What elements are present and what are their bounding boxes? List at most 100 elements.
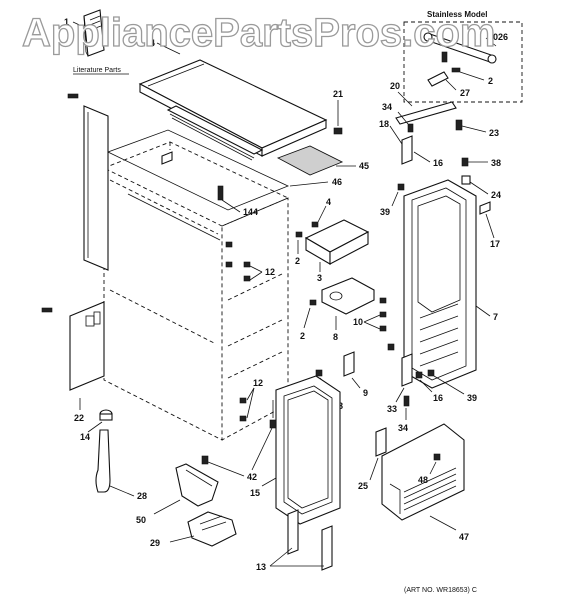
screw-48-bottom <box>433 453 441 461</box>
callout-29: 29 <box>150 538 160 548</box>
screw-2b <box>309 299 317 306</box>
callout-34-bottom: 34 <box>398 423 408 433</box>
callout-24: 24 <box>491 190 501 200</box>
bracket-17 <box>479 201 491 215</box>
callout-7: 7 <box>493 312 498 322</box>
drain-cap-14 <box>99 409 113 421</box>
callout-12-bottom: 12 <box>253 378 263 388</box>
callout-15: 15 <box>250 488 260 498</box>
callout-21: 21 <box>333 89 343 99</box>
leader-50 <box>153 499 181 515</box>
callout-39-bottom: 39 <box>467 393 477 403</box>
leader-42-a <box>207 461 245 477</box>
hinge-9 <box>343 351 355 377</box>
screw-34-bottom <box>403 395 410 407</box>
leader-46 <box>289 181 329 187</box>
hinge-33 <box>401 353 413 387</box>
callout-22: 22 <box>74 413 84 423</box>
screw-21 <box>333 127 343 135</box>
leader-17 <box>485 213 495 239</box>
trim-strip-20 <box>395 101 457 125</box>
callout-9: 9 <box>363 388 368 398</box>
leader-12-top-b <box>249 271 263 281</box>
screw-left-bottom <box>41 307 53 313</box>
leveling-legs-42 <box>201 400 277 465</box>
leader-10-b <box>363 321 381 330</box>
leader-48-bot <box>429 461 437 475</box>
screw-144 <box>217 185 224 201</box>
literature-parts-label: Literature Parts <box>73 67 121 74</box>
cabinet-top-bar <box>127 193 221 241</box>
hinge-block-8 <box>321 277 375 315</box>
screw-23 <box>455 119 463 131</box>
leader-24 <box>469 181 489 195</box>
lower-left-panel-22 <box>69 301 105 391</box>
watermark: AppliancePartsPros.com <box>22 11 496 55</box>
callout-34-top: 34 <box>382 102 392 112</box>
leader-27 <box>445 79 457 91</box>
leader-28 <box>109 485 135 497</box>
callout-12-top: 12 <box>265 267 275 277</box>
callout-3: 3 <box>317 273 322 283</box>
callout-27: 27 <box>460 88 470 98</box>
drain-hose-28 <box>95 429 111 493</box>
leader-2b <box>303 307 311 329</box>
hinge-covers-13 <box>287 509 333 571</box>
leader-4 <box>156 42 181 55</box>
callout-23: 23 <box>489 128 499 138</box>
callout-14: 14 <box>80 432 90 442</box>
screw-34-top <box>407 123 414 133</box>
base-grille-47 <box>381 423 465 521</box>
leader-7 <box>475 305 491 317</box>
leader-9 <box>351 377 361 389</box>
callout-4b: 4 <box>326 197 331 207</box>
callout-25: 25 <box>358 481 368 491</box>
leader-1 <box>72 21 87 29</box>
leader-10-a <box>363 314 381 323</box>
leader-26 <box>485 37 497 47</box>
stainless-model-label: Stainless Model <box>427 10 487 19</box>
callout-1: 1 <box>64 17 69 27</box>
callout-26: 26 <box>498 32 508 42</box>
callout-50: 50 <box>136 515 146 525</box>
callout-18: 18 <box>379 119 389 129</box>
screw-48-mid <box>315 369 323 377</box>
screws-12-bottom <box>239 397 247 422</box>
callout-16-top: 16 <box>433 158 443 168</box>
callout-10: 10 <box>353 317 363 327</box>
screw-38 <box>461 157 469 167</box>
callout-38: 38 <box>491 158 501 168</box>
screw-39-bottom <box>427 369 435 377</box>
callout-2a: 2 <box>295 256 300 266</box>
callout-144: 144 <box>243 207 258 217</box>
leader-2-inset <box>459 71 485 81</box>
bracket-25 <box>375 427 387 457</box>
top-rail <box>166 105 264 161</box>
leader-29 <box>169 535 195 543</box>
leader-13-a <box>269 547 293 567</box>
callout-39-top: 39 <box>380 207 390 217</box>
leader-18 <box>389 125 403 145</box>
screw-16-bottom <box>415 371 423 379</box>
hinge-pin-bracket <box>387 343 395 351</box>
leader-15 <box>261 477 277 487</box>
screw-2a <box>295 231 303 238</box>
leader-16-top <box>413 151 431 163</box>
art-number: (ART NO. WR18653) C <box>404 587 477 594</box>
drain-pan-50 <box>175 463 219 507</box>
cap-24 <box>461 175 471 185</box>
leader-33 <box>395 387 405 403</box>
leader-4b <box>317 205 327 223</box>
leader-16-bot <box>419 379 433 393</box>
callout-47: 47 <box>459 532 469 542</box>
cabinet-side-bracket <box>161 151 173 165</box>
literature-parts-booklet <box>83 9 105 57</box>
top-gasket-46 <box>106 129 290 211</box>
callout-4: 4 <box>150 38 155 48</box>
leader-12-bot-a <box>246 387 255 401</box>
callout-13: 13 <box>256 562 266 572</box>
leader-47 <box>429 515 457 531</box>
screws-10 <box>379 297 387 332</box>
callout-2-inset: 2 <box>488 76 493 86</box>
